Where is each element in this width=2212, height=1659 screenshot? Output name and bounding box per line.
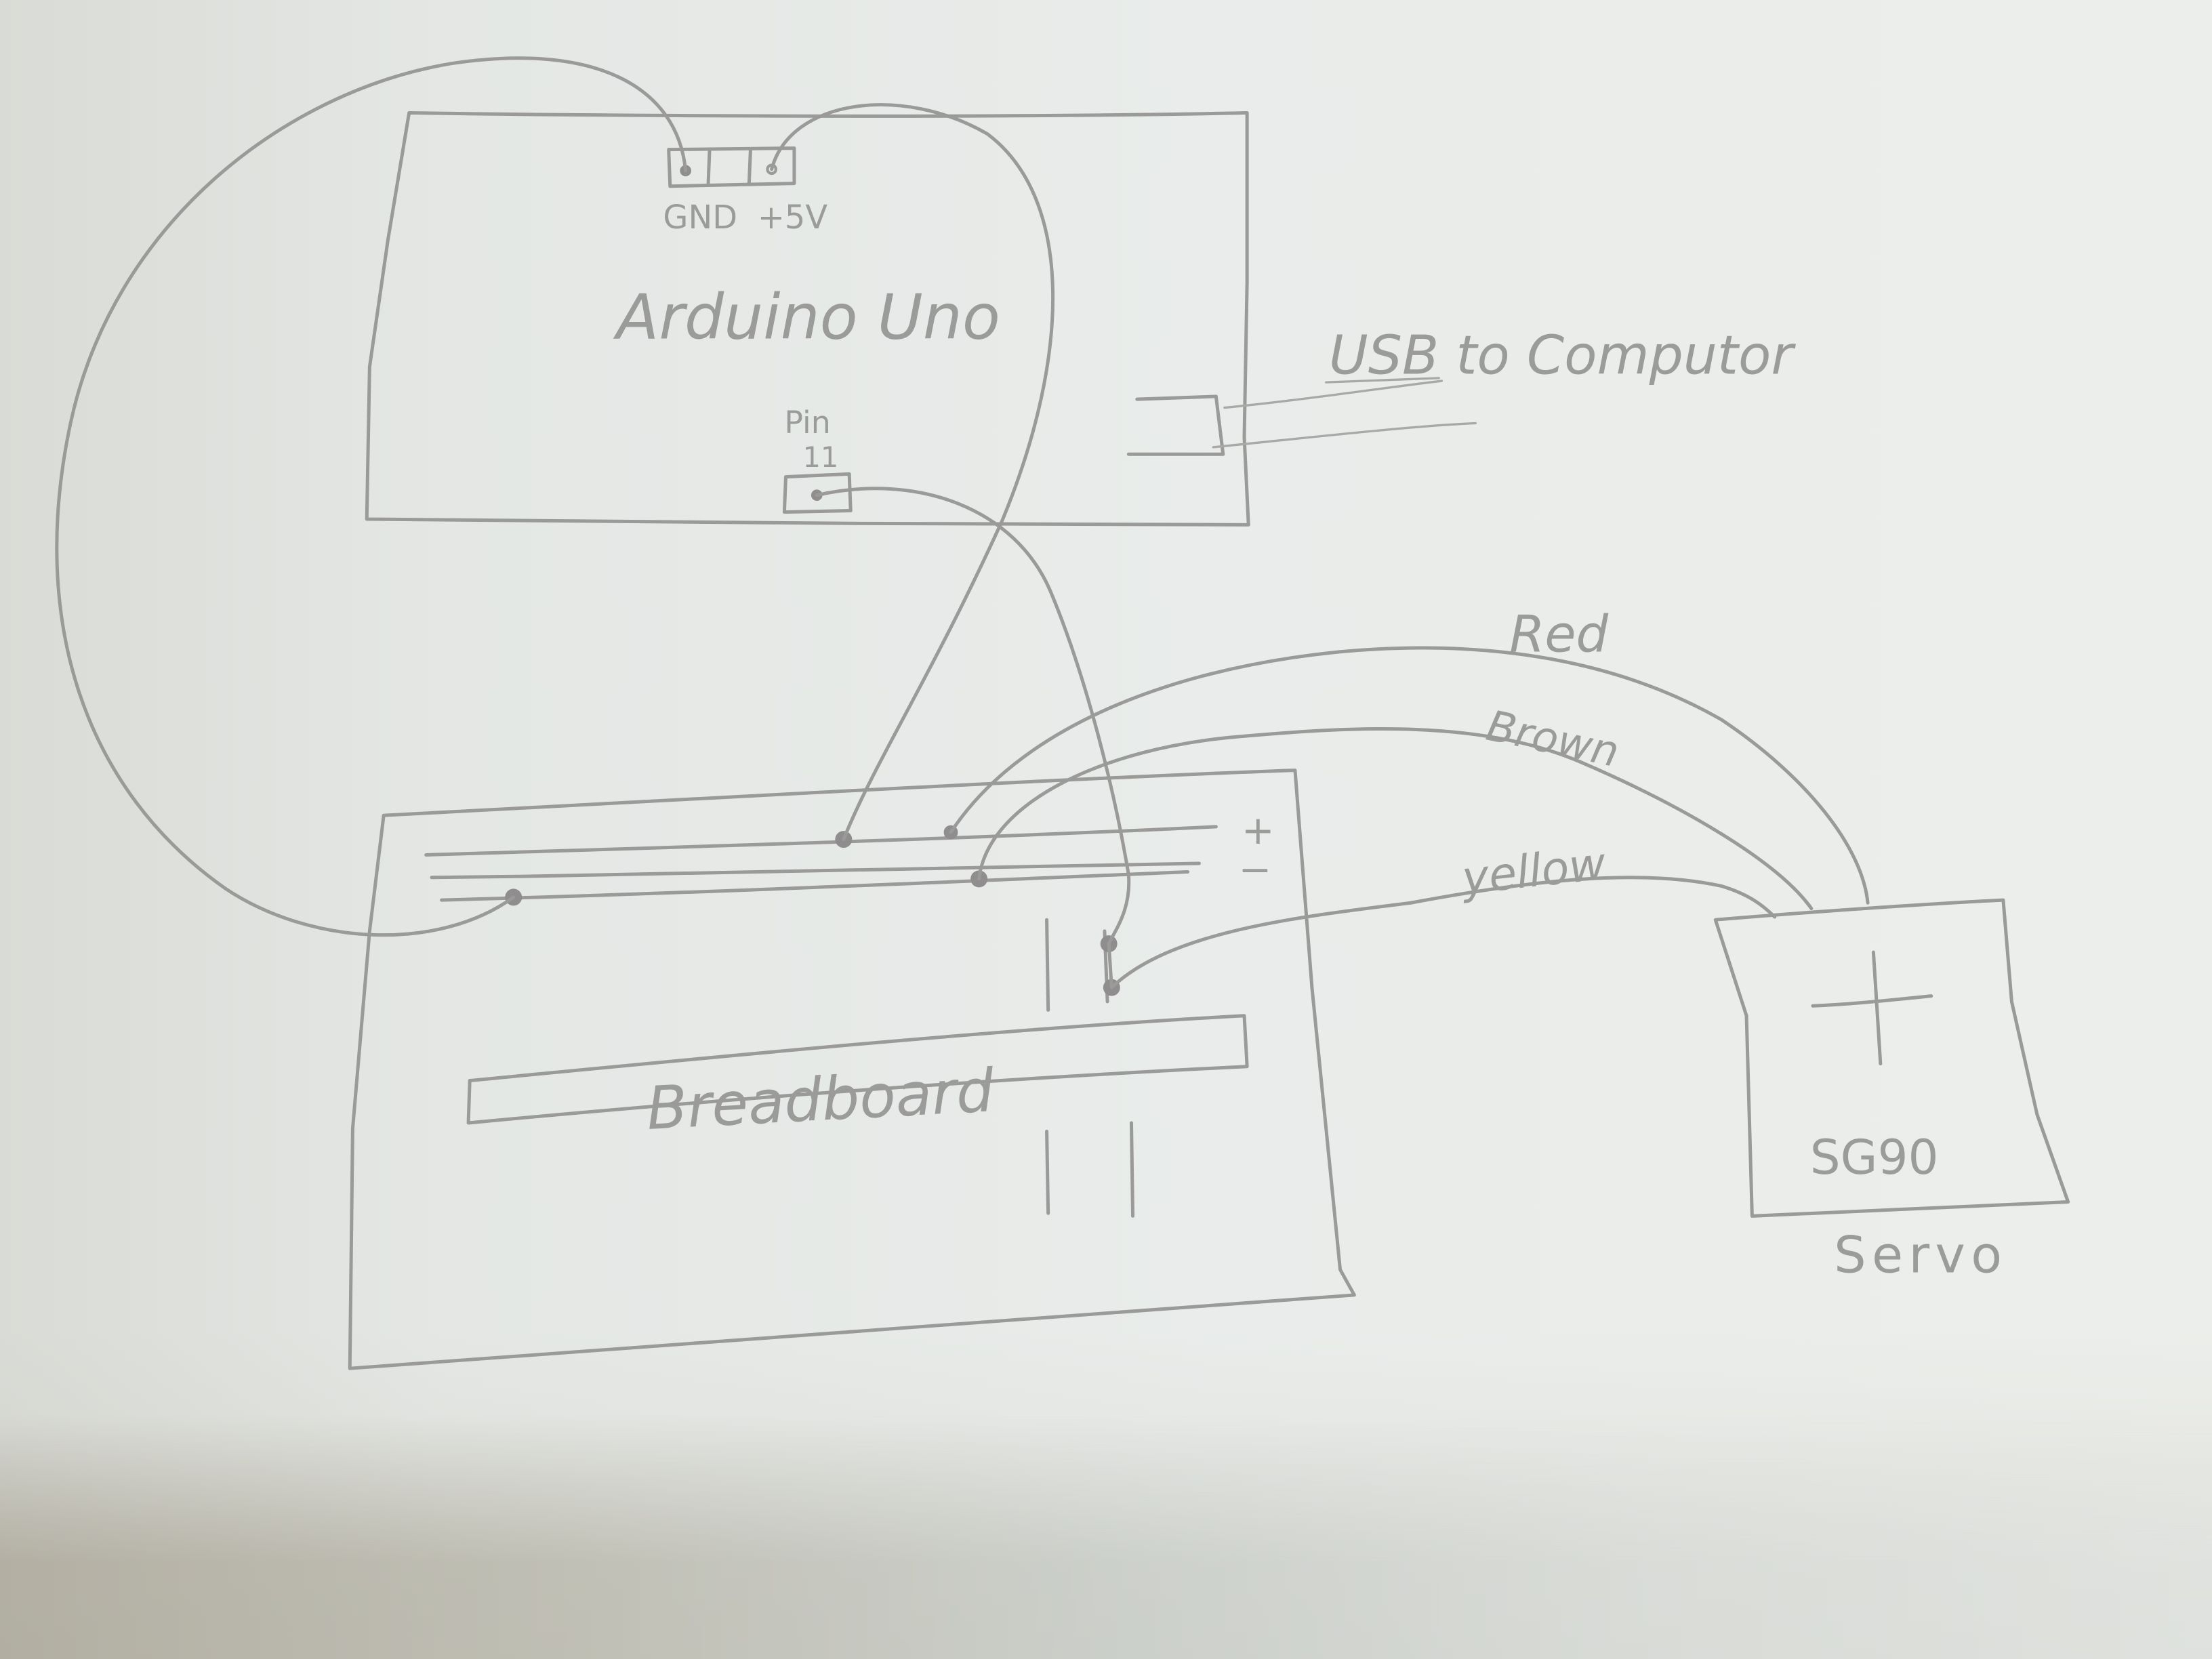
minus-rail-label: − — [1239, 846, 1272, 893]
servo-horn-v — [1871, 950, 1883, 1066]
gnd-label: GND — [663, 199, 737, 237]
minus-rail-line — [440, 869, 1190, 902]
servo-caption: Servo — [1834, 1225, 2007, 1285]
gnd-wire — [55, 56, 688, 937]
usb-cable: USB to Computor — [1212, 325, 1796, 449]
red-wire-label: Red — [1509, 605, 1608, 664]
plus-rail-line — [430, 861, 1201, 880]
5v-wire — [770, 103, 1055, 842]
yellow-wire-label: yellow — [1458, 837, 1609, 905]
servo: SG90 Servo — [1713, 898, 2070, 1285]
arduino-wires — [55, 56, 1131, 989]
pin-label: Pin — [784, 404, 830, 441]
servo-wires: Red Brown yellow — [949, 605, 1870, 989]
brown-wire — [977, 727, 1814, 911]
power-header — [667, 146, 796, 188]
plus-rail-label: + — [1242, 807, 1275, 853]
yellow-wire — [1109, 876, 1777, 989]
arduino-board: GND +5V Arduino Uno Pin 11 — [365, 111, 1250, 527]
pin-11-socket — [782, 472, 853, 514]
pin-number-label: 11 — [802, 441, 838, 474]
red-wire — [949, 646, 1870, 905]
pin11-wire — [815, 487, 1131, 946]
center-channel — [466, 1014, 1249, 1125]
usb-port — [1126, 394, 1225, 456]
breadboard: + − Breadboard — [348, 769, 1356, 1370]
5v-label: +5V — [758, 199, 828, 237]
brown-wire-label: Brown — [1482, 701, 1623, 777]
servo-model-label: SG90 — [1810, 1129, 1939, 1185]
servo-horn-h — [1811, 994, 1933, 1008]
breadboard-label: Breadboard — [645, 1056, 996, 1143]
arduino-label: Arduino Uno — [613, 281, 1000, 354]
usb-label: USB to Computor — [1329, 325, 1796, 387]
top-rail-line — [424, 825, 1218, 857]
